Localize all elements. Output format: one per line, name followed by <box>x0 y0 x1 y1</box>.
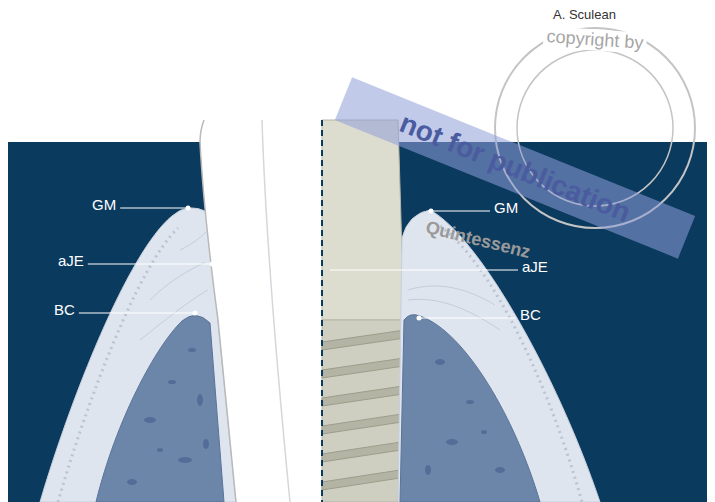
section-divider <box>321 120 323 502</box>
leader-dot <box>193 311 198 316</box>
tooth-root <box>200 120 322 502</box>
peri-implant-bone <box>400 315 540 502</box>
gingival-margin-label: GM <box>92 196 116 213</box>
junctional-epithelium-label: aJE <box>58 252 84 269</box>
leader-line <box>88 264 212 265</box>
publisher-watermark: Quintessenz <box>424 217 533 263</box>
pulp-outline <box>262 120 290 502</box>
author-credit: A. Sculean <box>553 6 616 23</box>
bone-crest-label: BC <box>520 306 541 323</box>
gingiva <box>40 208 236 502</box>
leader-line <box>79 313 195 314</box>
leader-line <box>431 211 490 212</box>
peri-implant-mucosa <box>398 210 600 502</box>
copyright-watermark: copyright by <box>543 26 647 54</box>
bone-pores <box>425 359 505 475</box>
bone-crest-label: BC <box>54 301 75 318</box>
leader-dot <box>429 209 434 214</box>
leader-line <box>330 270 518 271</box>
junctional-epithelium-label: aJE <box>522 258 548 275</box>
leader-line <box>120 208 188 209</box>
implant-abutment <box>322 120 404 320</box>
gingival-margin-label: GM <box>494 199 518 216</box>
leader-dot <box>417 316 422 321</box>
implant-threads <box>322 330 410 490</box>
alveolar-bone <box>96 315 224 502</box>
watermark-band <box>335 77 695 258</box>
leader-dot <box>186 206 191 211</box>
leader-line <box>419 318 516 319</box>
bone-pores <box>127 348 209 485</box>
leader-dot <box>210 262 215 267</box>
tooth-outline <box>200 120 236 502</box>
